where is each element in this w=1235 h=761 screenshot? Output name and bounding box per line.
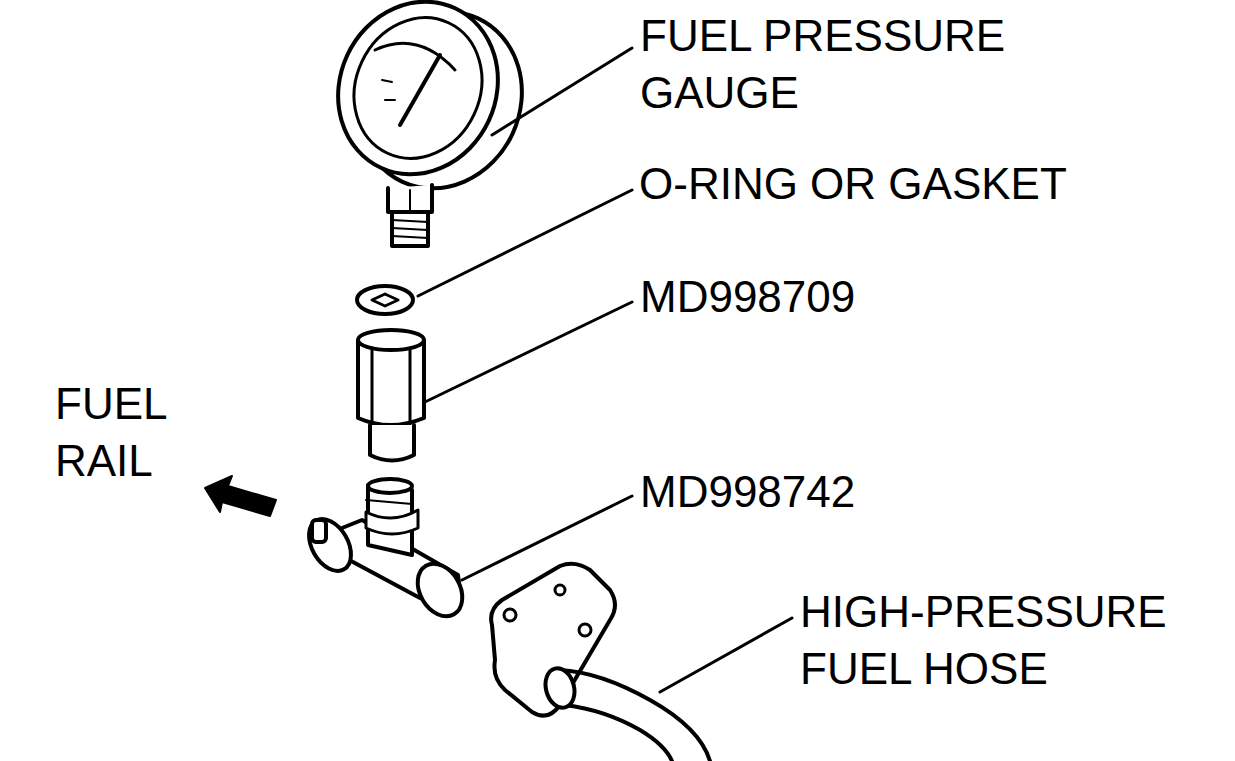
o-ring-inner (372, 294, 398, 306)
leader-line (462, 496, 632, 580)
leader-line (492, 48, 632, 135)
adapter (358, 330, 424, 461)
gauge-needle (400, 55, 440, 125)
part-label: MD998709 (640, 268, 1040, 325)
gauge-nut (388, 185, 432, 212)
part-label: O-RING OR GASKET (639, 155, 1229, 212)
direction-arrow (205, 476, 276, 516)
tee-clamp (366, 510, 418, 534)
hose-edge-top (560, 670, 710, 761)
part-label: MD998742 (640, 463, 1040, 520)
tee-left-end (300, 512, 359, 578)
flange-hole (555, 585, 565, 595)
flange-hole (504, 609, 516, 621)
flange-hole (579, 624, 591, 636)
leader-line (660, 618, 792, 692)
o-ring (357, 286, 413, 314)
hose-nipple (541, 665, 578, 711)
part-label: FUEL PRESSURE GAUGE (640, 7, 1070, 121)
hose-flange (491, 564, 615, 716)
leader-line (425, 302, 632, 402)
part-label: HIGH-PRESSURE FUEL HOSE (800, 583, 1200, 697)
gauge-scale (375, 43, 455, 70)
fuel-hose (491, 564, 710, 761)
gauge-thread (392, 212, 428, 246)
tee-right-end (409, 556, 472, 624)
tee-fitting (300, 479, 471, 624)
tee-stem-top (368, 479, 412, 493)
gauge-marks (382, 80, 395, 100)
adapter-top (358, 330, 424, 350)
tee-nub (312, 520, 326, 542)
leader-lines (418, 48, 792, 692)
adapter-spigot (370, 425, 414, 461)
adapter-hex (358, 340, 424, 425)
pressure-gauge (310, 0, 550, 246)
o-ring-outer (357, 286, 413, 314)
thread-lines (392, 220, 428, 238)
adapter-facets (372, 348, 410, 425)
gauge-dial (331, 0, 504, 179)
leader-line (418, 190, 632, 296)
hose-edge-bottom (565, 705, 672, 761)
gauge-nut-facet (409, 190, 411, 212)
part-label: FUEL RAIL (55, 375, 195, 489)
tee-thread (366, 500, 412, 504)
gauge-face (310, 0, 526, 201)
